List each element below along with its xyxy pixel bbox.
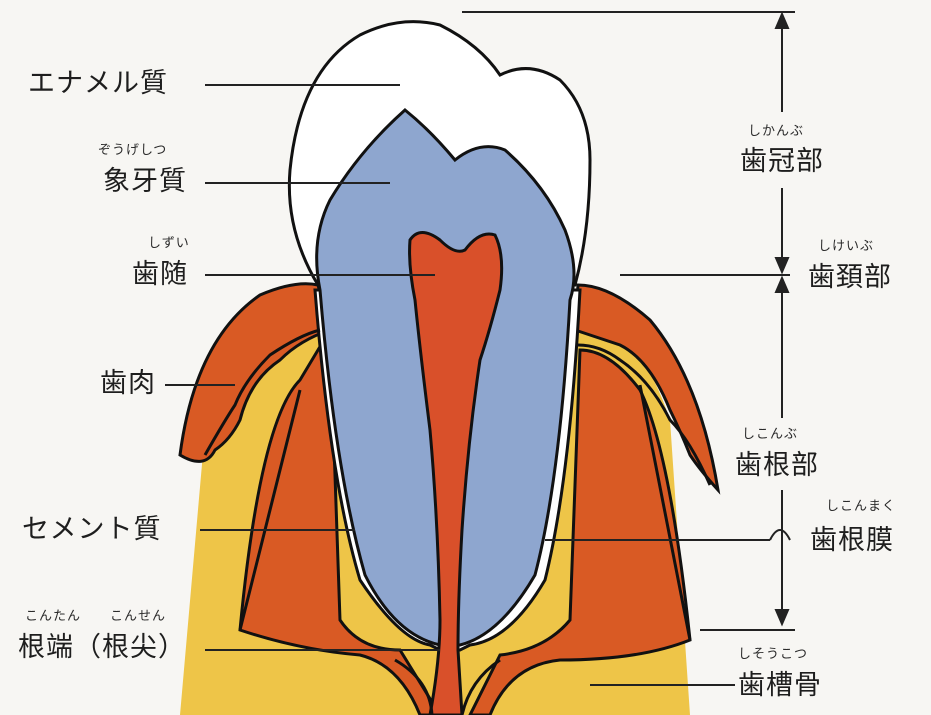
ruby-pulp: しずい: [148, 237, 190, 250]
label-gum: 歯肉: [100, 370, 156, 397]
ruby-ligament: しこんまく: [826, 500, 896, 513]
label-enamel: エナメル質: [28, 70, 168, 97]
label-apex: 根端（根尖）: [18, 634, 186, 661]
label-bone: 歯槽骨: [738, 672, 822, 699]
label-pulp: 歯随: [132, 261, 188, 288]
ruby-crown: しかんぶ: [748, 125, 804, 138]
ruby-bone: しそうこつ: [738, 648, 808, 661]
label-ligament: 歯根膜: [810, 527, 894, 554]
ruby-dentin: ぞうげしつ: [98, 144, 167, 157]
label-cementum: セメント質: [22, 516, 161, 543]
label-dentin: 象牙質: [103, 168, 187, 195]
ruby-root: しこんぶ: [742, 428, 798, 441]
label-root: 歯根部: [735, 452, 819, 479]
label-neck: 歯頚部: [808, 264, 892, 291]
ruby-apex-1: こんたん: [25, 610, 81, 623]
label-crown: 歯冠部: [740, 148, 824, 175]
ruby-apex-2: こんせん: [110, 610, 166, 623]
ruby-neck: しけいぶ: [818, 240, 874, 253]
